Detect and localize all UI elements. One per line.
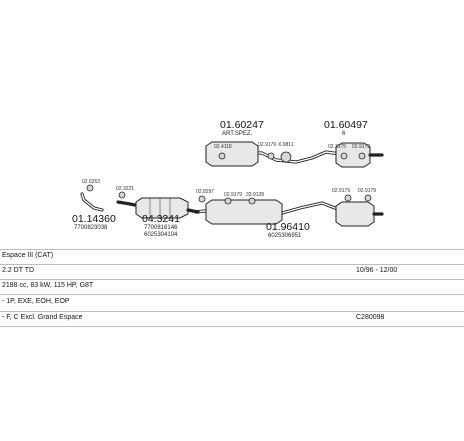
label-02-6263: 02.6263 <box>82 179 100 185</box>
part-sub-01-60247: ART.SPEZ. <box>222 131 253 137</box>
catalyst-shell <box>135 197 189 219</box>
front-assembly <box>80 184 200 219</box>
row-divider-1 <box>0 249 464 250</box>
row-divider-4 <box>0 294 464 295</box>
clamp-02-4118 <box>218 152 226 160</box>
date-range: 10/96 - 12/00 <box>356 267 398 274</box>
label-33-9128: 33.9128 <box>246 192 264 198</box>
label-02-9179-e: 02.9179 <box>224 192 242 198</box>
row-divider-5 <box>0 311 464 312</box>
clamp-02-9179-c <box>224 197 232 205</box>
label-02-8297: 02.8297 <box>196 189 214 195</box>
label-02-9179-b: 02.9179 <box>352 144 370 150</box>
model-name: Espace III (CAT) <box>2 252 54 259</box>
rear-silencer-2-shell <box>335 142 371 168</box>
clamp-02-8297 <box>198 195 206 203</box>
row-divider-3 <box>0 279 464 280</box>
label-02-4118: 02.4118 <box>214 144 232 150</box>
label-02-9179-d: 02.9179 <box>358 188 376 194</box>
label-02-3175: 02.3175 <box>328 144 346 150</box>
row-divider-6 <box>0 326 464 327</box>
clamp-02-9179-e <box>364 194 372 202</box>
part-number-01-14360: 01.14360 <box>72 213 116 225</box>
middle-silencer-shell <box>205 199 283 225</box>
label-x0811: X.0811 <box>278 142 294 148</box>
part-sub-04-3241-b: 6025304104 <box>144 232 178 238</box>
rear-silencer-3-shell <box>335 201 375 227</box>
clamp-02-3175 <box>340 152 348 160</box>
engine-label: 2.2 DT TD <box>2 267 35 274</box>
part-number-01-60497: 01.60497 <box>324 119 368 131</box>
part-sub-01-60497: 6 <box>342 131 346 137</box>
engine-code: - 1P, EXE, EOH, EOP <box>2 298 70 305</box>
clamp-33-9128 <box>248 197 256 205</box>
rear-assembly-lower <box>194 194 384 227</box>
rear-assembly-upper <box>205 141 384 168</box>
clamp-02-9179-b <box>358 152 366 160</box>
label-02-9179-c: 02.9179 <box>332 188 350 194</box>
part-number-01-96410: 01.96410 <box>266 221 310 233</box>
part-sub-01-96410: 6025306951 <box>268 233 302 239</box>
rear-silencer-1-shell <box>205 141 259 167</box>
label-02-3221: 02.3221 <box>116 186 134 192</box>
catalog-number: C280098 <box>356 314 385 321</box>
part-sub-04-3241-a: 7700816146 <box>144 225 178 231</box>
clamp-x0811 <box>280 151 292 163</box>
clamp-02-6263 <box>86 184 94 192</box>
part-number-01-60247: 01.60247 <box>220 119 264 131</box>
engine-spec: 2188 cc, 83 kW, 115 HP, G8T <box>2 282 94 289</box>
body-type: - F, C Excl. Grand Espace <box>2 314 83 321</box>
row-divider-2 <box>0 264 464 265</box>
clamp-02-3221 <box>118 191 126 199</box>
clamp-02-9179-d <box>344 194 352 202</box>
clamp-02-9179-a <box>267 152 275 160</box>
part-sub-01-14360: 7700823038 <box>74 225 108 231</box>
part-number-04-3241: 04.3241 <box>142 213 180 225</box>
label-02-9179-a: 02.9179 <box>258 142 276 148</box>
